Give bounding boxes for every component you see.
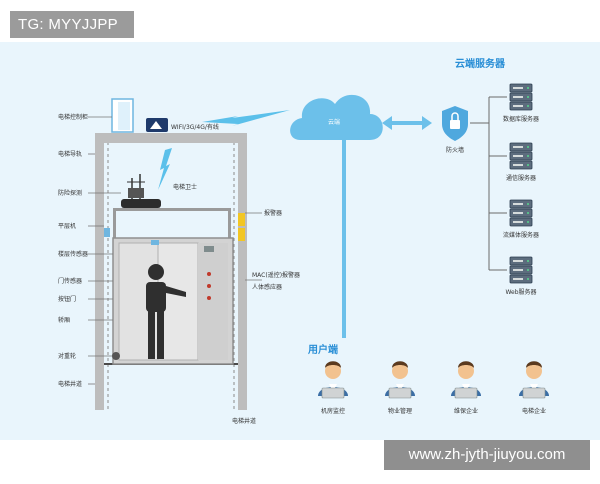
left-label-9: 电梯井道 — [58, 380, 82, 388]
tg-tag: TG: MYYJJPP — [10, 11, 134, 38]
server-label: 通信服务器 — [506, 174, 536, 182]
cloud-label: 云端 — [328, 118, 340, 126]
user-label: 维保企业 — [454, 407, 478, 415]
server-icon — [509, 199, 533, 227]
server-label: 数据库服务器 — [503, 115, 539, 123]
server-icon — [509, 256, 533, 284]
user-avatar-icon — [519, 361, 549, 399]
user-label: 物业管理 — [388, 407, 412, 415]
left-label-6: 按钮门 — [58, 295, 76, 303]
firewall-shield-icon — [442, 106, 468, 141]
elevator-structure — [88, 98, 262, 410]
user-avatar-icon — [385, 361, 415, 399]
diagram-background — [0, 42, 600, 440]
website-watermark: www.zh-jyth-jiuyou.com — [384, 440, 590, 470]
user-side-title: 用户端 — [307, 343, 338, 356]
server-label: Web服务器 — [505, 288, 536, 296]
wireless-signal-icon — [158, 110, 290, 190]
server-label: 流媒体服务器 — [503, 231, 539, 239]
shaft-wall-left — [95, 142, 104, 410]
user-label: 机房监控 — [321, 407, 345, 415]
elevator-control-cabinet — [111, 98, 134, 133]
counterweight-wheel — [112, 352, 120, 360]
user-label: 电梯企业 — [522, 407, 546, 415]
user-group: 机房监控 物业管理 维保企业 电梯企业 — [318, 361, 549, 415]
elevator-guard-device — [121, 174, 161, 208]
cloud-icon — [290, 94, 383, 140]
shaft-bottom-label: 电梯井道 — [232, 417, 256, 425]
left-label-4: 楼层传感器 — [58, 250, 88, 258]
left-label-5: 门传感器 — [58, 277, 82, 285]
gateway-label: WIFI/3G/4G/有线 — [171, 123, 219, 131]
server-icon — [509, 83, 533, 111]
alarm-label: 报警器 — [264, 209, 282, 217]
shaft-top-beam — [95, 133, 247, 143]
left-label-8: 对重轮 — [58, 352, 76, 360]
user-avatar-icon — [318, 361, 348, 399]
left-label-3: 平层机 — [58, 222, 76, 230]
left-label-1: 电梯导轨 — [58, 150, 82, 158]
alarm-sensor-upper — [238, 213, 245, 226]
alarm-sensor-lower — [238, 228, 245, 241]
mac-alarm-label: MAC(遥控)报警器 — [252, 271, 300, 279]
left-label-7: 轿厢 — [58, 316, 70, 324]
left-label-0: 电梯控制柜 — [58, 113, 88, 121]
user-avatar-icon — [451, 361, 481, 399]
floor-sensor — [104, 228, 110, 237]
passenger-figure — [146, 264, 186, 359]
cloud-service-title: 云端服务器 — [455, 57, 506, 70]
firewall-label: 防火墙 — [446, 146, 464, 154]
body-sensor-label: 人体感应器 — [252, 283, 282, 291]
shaft-wall-right — [238, 142, 247, 410]
guard-label: 电梯卫士 — [173, 183, 197, 191]
elevator-cabin — [112, 237, 234, 365]
cloud-firewall-link — [382, 116, 432, 130]
server-bracket — [470, 96, 507, 271]
server-icon — [509, 142, 533, 170]
gateway-device — [146, 118, 168, 132]
left-label-2: 防险探测 — [58, 189, 82, 197]
